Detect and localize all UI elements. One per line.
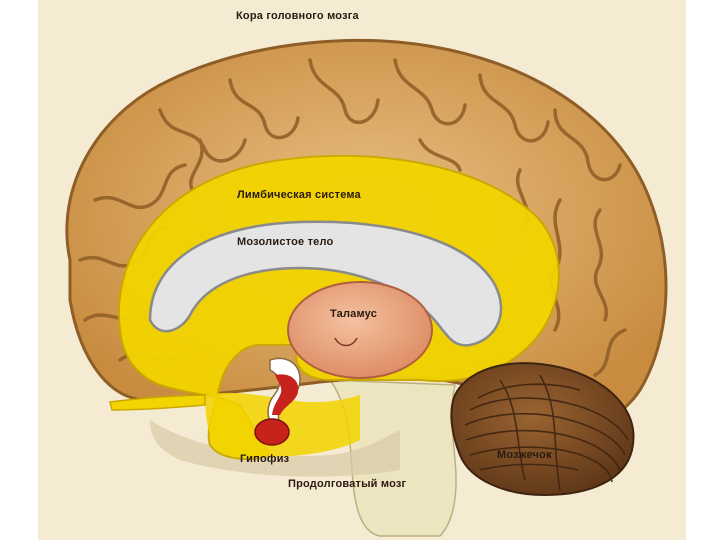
corpus-callosum [148, 220, 503, 347]
label-corpus-callosum: Мозолистое тело [237, 236, 334, 248]
cerebellum [450, 362, 635, 497]
label-cortex: Кора головного мозга [236, 10, 359, 22]
label-limbic-system: Лимбическая система [237, 189, 361, 201]
pituitary-stalk [272, 374, 299, 415]
thalamus [287, 281, 433, 379]
pituitary-gland [254, 418, 290, 446]
cerebellum-folia [464, 374, 629, 491]
label-thalamus: Таламус [330, 308, 378, 320]
olfactory-tract [109, 394, 206, 411]
thalamus-marker [334, 337, 358, 347]
label-pituitary: Гипофиз [240, 453, 290, 465]
label-cerebellum: Мозжечок [497, 449, 552, 461]
brain-base-shadow [150, 420, 400, 477]
label-medulla: Продолговатый мозг [288, 478, 407, 490]
